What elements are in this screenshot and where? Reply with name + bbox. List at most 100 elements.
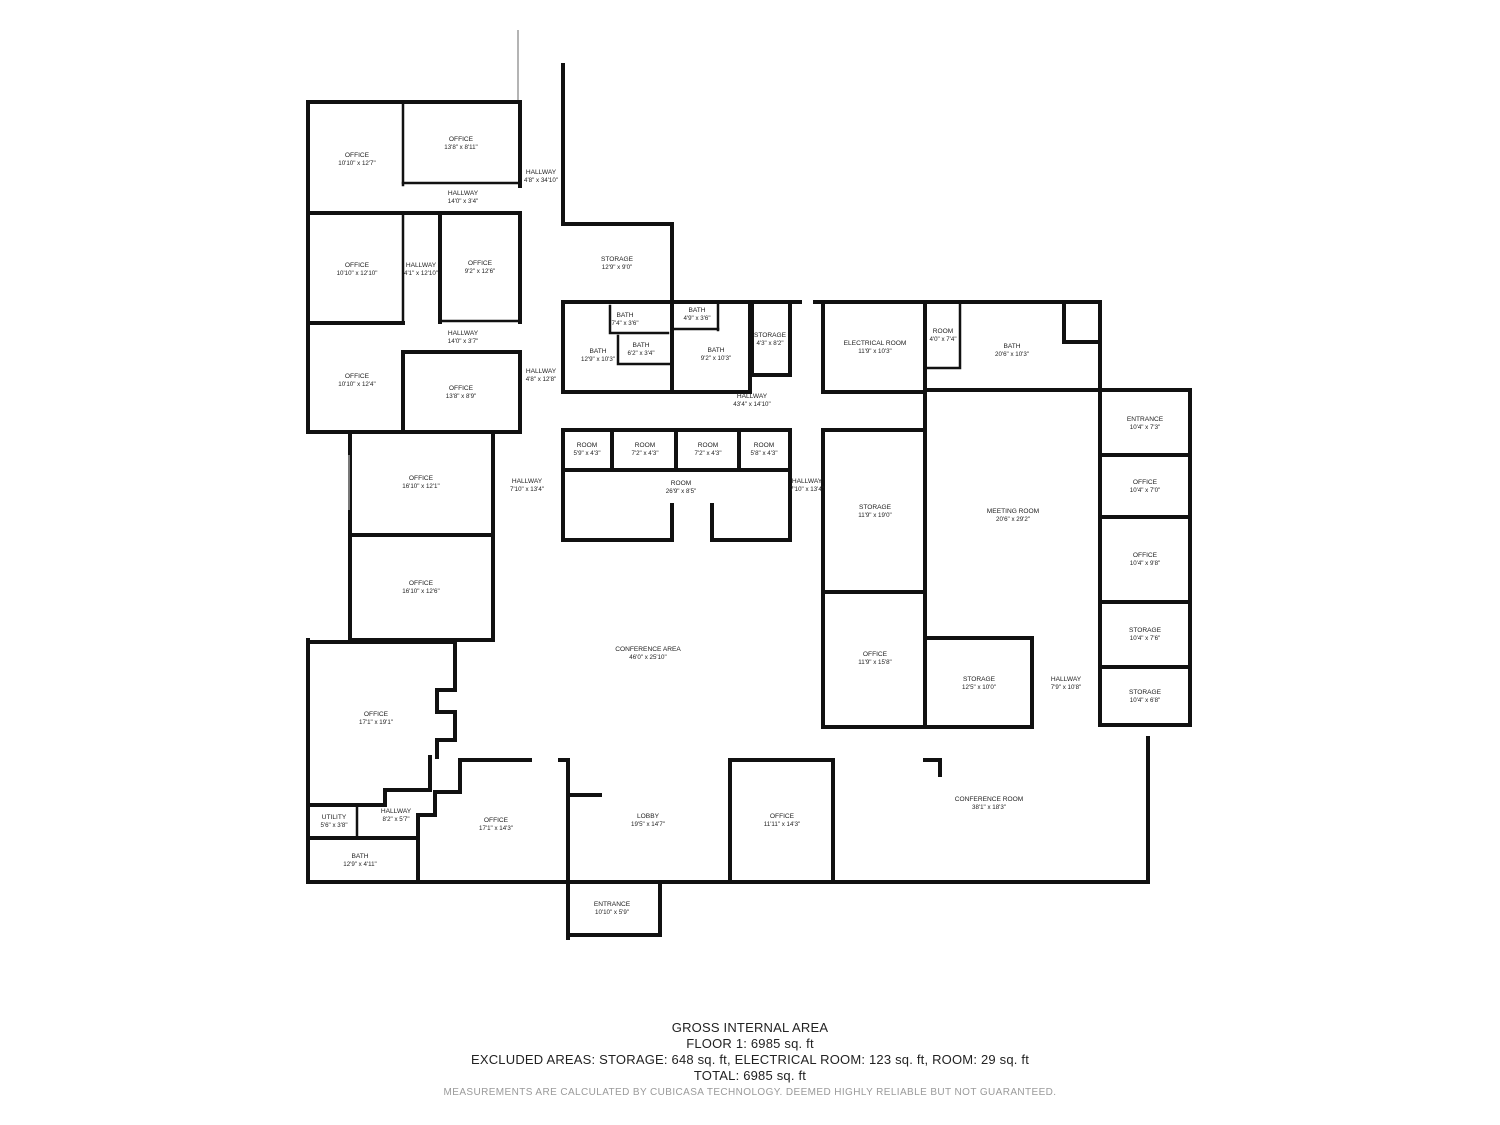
room-name: OFFICE (1133, 479, 1158, 486)
room-name: ROOM (671, 480, 692, 487)
room-name: ROOM (933, 328, 954, 335)
room-name: ELECTRICAL ROOM (844, 340, 907, 347)
room-name: UTILITY (322, 814, 347, 821)
summary-floor: FLOOR 1: 6985 sq. ft (686, 1036, 814, 1051)
room-dimensions: 7'2" x 4'3" (694, 450, 721, 457)
room-dimensions: 14'0" x 3'4" (448, 198, 479, 205)
area-summary: GROSS INTERNAL AREA FLOOR 1: 6985 sq. ft… (0, 1020, 1500, 1102)
room-dimensions: 7'2" x 4'3" (631, 450, 658, 457)
room-dimensions: 16'10" x 12'6" (402, 588, 439, 595)
room-dimensions: 10'4" x 6'8" (1130, 697, 1161, 704)
room-dimensions: 10'4" x 9'8" (1130, 560, 1161, 567)
room-name: OFFICE (449, 385, 474, 392)
room-dimensions: 14'0" x 3'7" (448, 338, 479, 345)
room-dimensions: 11'9" x 15'8" (858, 659, 891, 666)
room-name: STORAGE (1129, 689, 1162, 696)
room-name: LOBBY (637, 813, 660, 820)
room-dimensions: 12'9" x 10'3" (581, 356, 615, 363)
room-dimensions: 11'9" x 19'0" (858, 512, 891, 519)
room-name: OFFICE (449, 136, 474, 143)
room-name: HALLWAY (737, 393, 768, 400)
room-name: BATH (1003, 343, 1020, 350)
room-dimensions: 5'9" x 4'3" (573, 450, 600, 457)
room-name: HALLWAY (792, 478, 823, 485)
room-dimensions: 43'4" x 14'10" (733, 401, 770, 408)
room-name: ROOM (635, 442, 656, 449)
room-name: OFFICE (345, 262, 370, 269)
room-name: HALLWAY (526, 169, 557, 176)
room-name: OFFICE (484, 817, 509, 824)
room-dimensions: 16'10" x 12'1" (402, 483, 439, 490)
room-name: BATH (589, 348, 606, 355)
room-name: OFFICE (345, 152, 370, 159)
room-dimensions: 7'9" x 10'8" (1051, 684, 1082, 691)
room-dimensions: 11'11" x 14'3" (764, 821, 800, 828)
summary-title: GROSS INTERNAL AREA (671, 1020, 829, 1035)
room-name: BATH (688, 307, 705, 314)
room-dimensions: 12'5" x 10'0" (962, 684, 996, 691)
room-name: HALLWAY (526, 368, 557, 375)
room-name: CONFERENCE ROOM (955, 796, 1024, 803)
walls (306, 30, 1192, 940)
room-dimensions: 7'4" x 3'6" (611, 320, 638, 327)
room-name: BATH (351, 853, 368, 860)
room-dimensions: 20'6" x 29'2" (996, 516, 1030, 523)
summary-total: TOTAL: 6985 sq. ft (693, 1068, 807, 1083)
room-dimensions: 19'5" x 14'7" (631, 821, 665, 828)
room-dimensions: 12'9" x 4'11" (343, 861, 376, 868)
room-name: STORAGE (859, 504, 892, 511)
room-dimensions: 20'6" x 10'3" (995, 351, 1029, 358)
room-name: CONFERENCE AREA (615, 646, 681, 653)
room-name: STORAGE (754, 332, 787, 339)
room-dimensions: 4'1" x 12'10" (404, 270, 438, 277)
room-name: STORAGE (963, 676, 996, 683)
room-dimensions: 11'9" x 10'3" (858, 348, 891, 355)
room-dimensions: 7'10" x 13'4" (510, 486, 544, 493)
room-name: STORAGE (601, 256, 634, 263)
room-name: HALLWAY (381, 808, 412, 815)
room-dimensions: 5'6" x 3'8" (320, 822, 347, 829)
room-dimensions: 38'1" x 18'3" (972, 804, 1006, 811)
room-dimensions: 5'8" x 4'3" (750, 450, 777, 457)
room-dimensions: 17'1" x 19'1" (359, 719, 393, 726)
room-name: BATH (707, 347, 724, 354)
summary-excluded: EXCLUDED AREAS: STORAGE: 648 sq. ft, ELE… (470, 1052, 1030, 1067)
room-name: OFFICE (1133, 552, 1158, 559)
room-dimensions: 17'1" x 14'3" (479, 825, 513, 832)
room-dimensions: 46'0" x 25'10" (629, 654, 666, 661)
room-dimensions: 12'9" x 9'0" (602, 264, 633, 271)
room-dimensions: 13'8" x 8'9" (446, 393, 477, 400)
room-name: ROOM (754, 442, 775, 449)
room-dimensions: 10'4" x 7'0" (1130, 487, 1161, 494)
room-dimensions: 10'4" x 7'3" (1130, 424, 1161, 431)
summary-disclaimer: MEASUREMENTS ARE CALCULATED BY CUBICASA … (443, 1087, 1057, 1098)
room-name: HALLWAY (406, 262, 437, 269)
room-dimensions: 26'9" x 8'5" (666, 488, 697, 495)
room-name: MEETING ROOM (987, 508, 1039, 515)
room-dimensions: 10'10" x 5'9" (595, 909, 629, 916)
room-dimensions: 4'8" x 12'8" (526, 376, 557, 383)
room-name: OFFICE (345, 373, 370, 380)
room-name: OFFICE (409, 580, 434, 587)
room-dimensions: 4'9" x 3'6" (683, 315, 710, 322)
room-dimensions: 10'10" x 12'10" (337, 270, 378, 277)
room-dimensions: 10'4" x 7'6" (1130, 635, 1161, 642)
room-dimensions: 4'8" x 34'10" (524, 177, 558, 184)
room-dimensions: 6'2" x 3'4" (627, 350, 654, 357)
room-name: HALLWAY (1051, 676, 1082, 683)
room-dimensions: 4'3" x 8'2" (756, 340, 783, 347)
room-name: OFFICE (863, 651, 888, 658)
room-name: ENTRANCE (1127, 416, 1164, 423)
room-name: ENTRANCE (594, 901, 631, 908)
room-name: OFFICE (364, 711, 389, 718)
room-name: ROOM (698, 442, 719, 449)
room-name: HALLWAY (448, 190, 479, 197)
room-name: STORAGE (1129, 627, 1162, 634)
room-name: BATH (616, 312, 633, 319)
room-dimensions: 4'0" x 7'4" (929, 336, 956, 343)
room-dimensions: 8'2" x 5'7" (382, 816, 409, 823)
room-name: OFFICE (468, 260, 493, 267)
room-dimensions: 9'2" x 12'6" (465, 268, 496, 275)
